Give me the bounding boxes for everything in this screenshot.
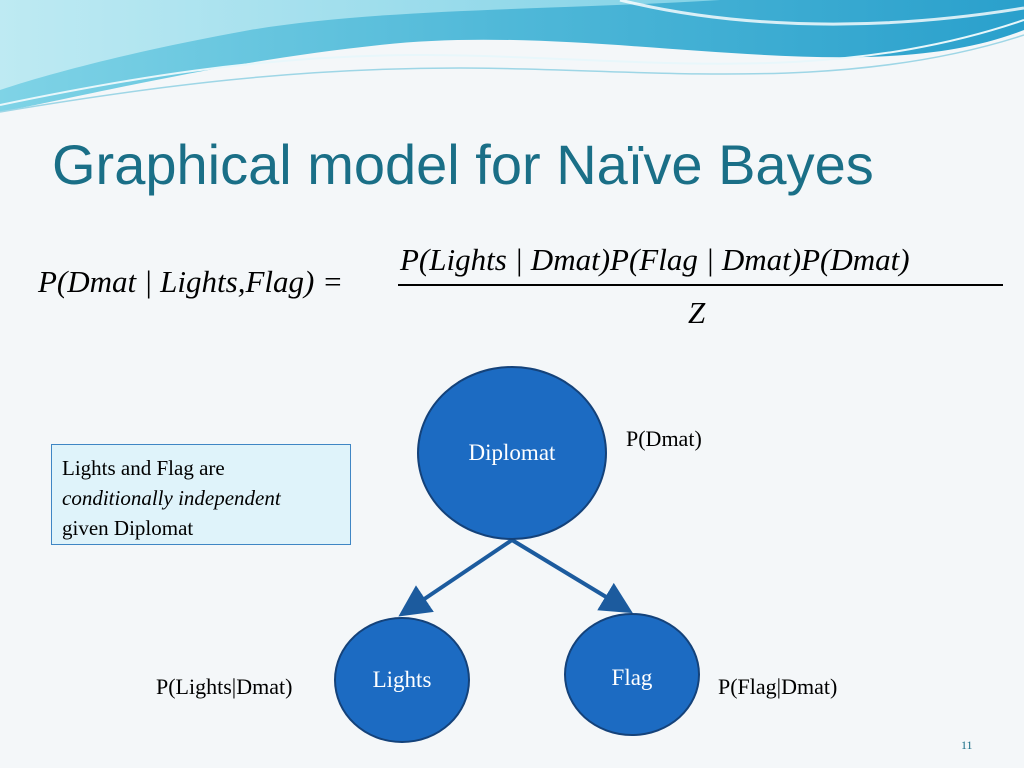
edge-diplomat-to-lights xyxy=(398,538,514,617)
slide-title: Graphical model for Naïve Bayes xyxy=(52,133,874,196)
node-lights: Lights xyxy=(334,617,470,743)
note-line-3: given Diplomat xyxy=(62,516,194,540)
node-flag-label: Flag xyxy=(611,665,653,690)
prob-label-flag: P(Flag|Dmat) xyxy=(718,674,838,699)
note-line-2: conditionally independent xyxy=(62,486,281,510)
note-line-1: Lights and Flag are xyxy=(62,456,225,480)
prob-label-lights: P(Lights|Dmat) xyxy=(156,674,293,699)
equation-lhs: P(Dmat | Lights,Flag) = xyxy=(38,264,343,299)
edge-diplomat-to-flag xyxy=(510,538,633,614)
node-diplomat: Diplomat xyxy=(417,366,607,540)
header-wave-decoration xyxy=(0,0,1024,120)
prob-label-dmat: P(Dmat) xyxy=(626,426,702,451)
equation-numerator: P(Lights | Dmat)P(Flag | Dmat)P(Dmat) xyxy=(400,242,910,277)
slide-number: 11 xyxy=(961,738,973,752)
equation-denominator: Z xyxy=(688,295,706,330)
node-lights-label: Lights xyxy=(372,667,432,692)
node-diplomat-label: Diplomat xyxy=(468,440,556,465)
independence-note-box: Lights and Flag are conditionally indepe… xyxy=(51,444,351,545)
node-flag: Flag xyxy=(564,613,700,736)
fraction-bar xyxy=(398,284,1003,286)
